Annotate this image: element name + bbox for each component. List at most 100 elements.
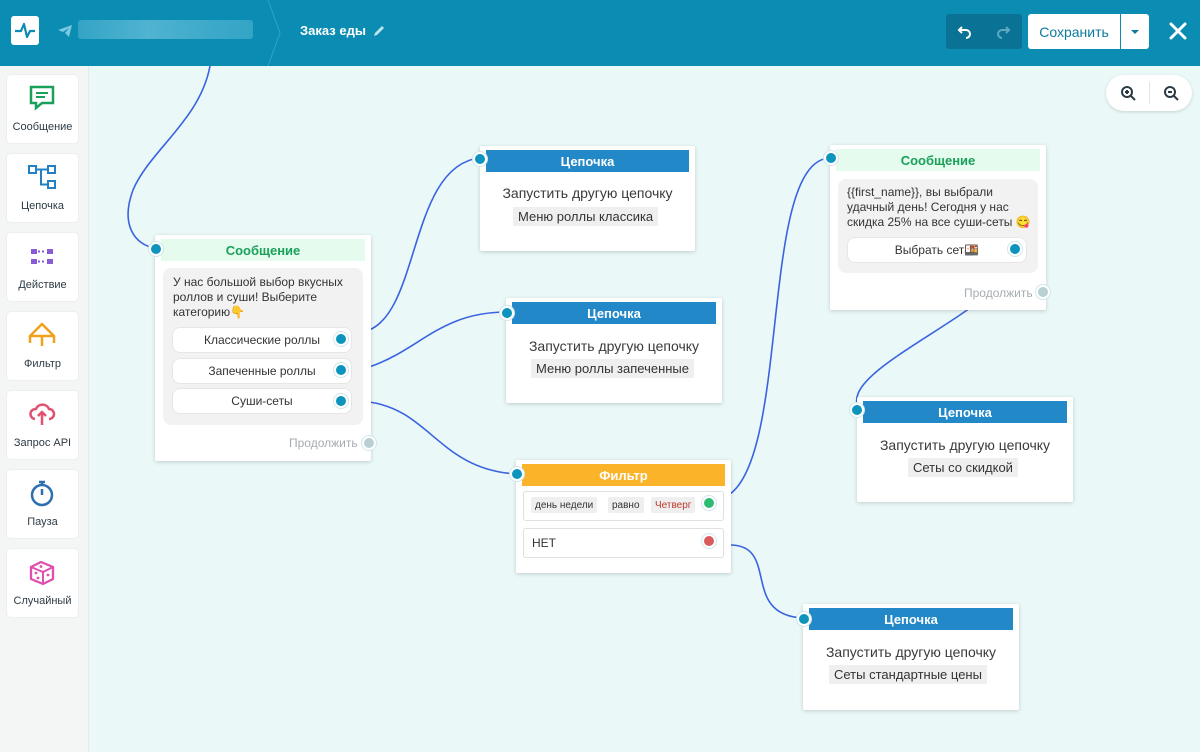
close-button[interactable] xyxy=(1164,17,1192,45)
message-bubble: {{first_name}}, вы выбрали удачный день!… xyxy=(838,179,1038,273)
input-port[interactable] xyxy=(510,467,524,481)
zoom-out-icon xyxy=(1163,86,1179,101)
message-text-line: скидка 25% на все суши-сеты 😋 xyxy=(847,215,1031,229)
message-text-line: {{first_name}}, вы выбрали xyxy=(847,185,993,199)
tool-filter[interactable]: Фильтр xyxy=(7,312,78,380)
input-port[interactable] xyxy=(149,242,163,256)
message-node-discount[interactable]: Сообщение {{first_name}}, вы выбрали уда… xyxy=(830,145,1046,310)
dice-icon xyxy=(29,560,55,586)
tool-label: Действие xyxy=(18,279,67,291)
action-icon xyxy=(31,249,53,264)
zoom-in-icon xyxy=(1120,86,1136,101)
continue-port[interactable] xyxy=(1036,285,1050,299)
output-port[interactable] xyxy=(334,394,348,408)
chain-icon xyxy=(28,165,56,189)
zoom-divider xyxy=(1149,82,1150,104)
tool-random[interactable]: Случайный xyxy=(7,549,78,617)
tool-api-request[interactable]: Запрос API xyxy=(7,391,78,459)
app-logo-icon[interactable] xyxy=(11,16,39,45)
node-title: Цепочка xyxy=(809,608,1013,630)
chain-target: Меню роллы запеченные xyxy=(531,359,695,378)
filter-else-row[interactable]: НЕТ xyxy=(523,528,724,558)
continue-port[interactable] xyxy=(362,436,376,450)
message-text: У нас большой выбор вкусных роллов и суш… xyxy=(173,275,343,320)
condition-field: день недели xyxy=(531,497,598,513)
input-port[interactable] xyxy=(500,306,514,320)
tool-label: Сообщение xyxy=(12,121,73,133)
tool-action[interactable]: Действие xyxy=(7,233,78,301)
filter-node[interactable]: Фильтр день недели равно Четверг НЕТ xyxy=(516,460,731,573)
chain-node-standard-sets[interactable]: Цепочка Запустить другую цепочку Сеты ст… xyxy=(803,604,1019,710)
continue-label: Продолжить xyxy=(964,286,1033,300)
tool-label: Случайный xyxy=(13,595,72,607)
node-title: Сообщение xyxy=(161,239,365,261)
quick-reply-baked[interactable]: Запеченные роллы xyxy=(173,359,351,383)
save-dropdown-button[interactable] xyxy=(1121,14,1149,49)
true-output-port[interactable] xyxy=(702,496,716,510)
chain-target: Сеты стандартные цены xyxy=(829,665,987,684)
node-title: Фильтр xyxy=(522,464,725,486)
tool-label: Пауза xyxy=(27,516,58,528)
telegram-icon xyxy=(57,24,73,38)
undo-redo-group xyxy=(946,14,1022,49)
chain-description: Запустить другую цепочку xyxy=(825,644,997,660)
output-port[interactable] xyxy=(334,363,348,377)
else-label: НЕТ xyxy=(532,536,556,550)
wire-baked xyxy=(368,311,508,368)
chain-description: Запустить другую цепочку xyxy=(502,185,673,201)
message-text-line: роллов и суши! Выберите xyxy=(173,290,318,304)
top-bar: Заказ еды Сохранить xyxy=(0,0,1200,67)
chain-target: Меню роллы классика xyxy=(513,207,659,226)
zoom-controls xyxy=(1106,75,1192,111)
wire-sushi xyxy=(368,401,518,475)
message-bubble: У нас большой выбор вкусных роллов и суш… xyxy=(163,268,363,425)
false-output-port[interactable] xyxy=(702,534,716,548)
redo-button[interactable] xyxy=(984,14,1022,49)
save-button[interactable]: Сохранить xyxy=(1028,14,1120,49)
output-port[interactable] xyxy=(1008,242,1022,256)
zoom-out-button[interactable] xyxy=(1149,75,1192,111)
tool-message[interactable]: Сообщение xyxy=(7,75,78,143)
condition-value: Четверг xyxy=(651,497,696,513)
output-port[interactable] xyxy=(334,332,348,346)
filter-icon xyxy=(28,322,56,346)
message-text-line: У нас большой выбор вкусных xyxy=(173,275,343,289)
node-title: Цепочка xyxy=(486,150,689,172)
input-port[interactable] xyxy=(473,152,487,166)
message-text: {{first_name}}, вы выбрали удачный день!… xyxy=(847,185,1031,230)
message-icon xyxy=(29,85,55,111)
zoom-in-button[interactable] xyxy=(1106,75,1149,111)
chevron-down-icon xyxy=(1131,29,1139,34)
node-title: Цепочка xyxy=(512,302,716,324)
close-icon xyxy=(1169,22,1187,40)
input-port[interactable] xyxy=(797,612,811,626)
tool-chain[interactable]: Цепочка xyxy=(7,154,78,222)
chain-node-classic[interactable]: Цепочка Запустить другую цепочку Меню ро… xyxy=(480,146,695,251)
chain-node-baked[interactable]: Цепочка Запустить другую цепочку Меню ро… xyxy=(506,298,722,403)
message-node-categories[interactable]: Сообщение У нас большой выбор вкусных ро… xyxy=(155,235,371,461)
chain-description: Запустить другую цепочку xyxy=(879,437,1051,453)
node-title: Сообщение xyxy=(836,149,1040,171)
pencil-icon[interactable] xyxy=(372,24,386,38)
tool-label: Фильтр xyxy=(24,358,61,370)
input-port[interactable] xyxy=(850,403,864,417)
filter-condition-row[interactable]: день недели равно Четверг xyxy=(523,491,724,521)
wire-no xyxy=(729,544,804,619)
wire-incoming xyxy=(127,65,211,249)
breadcrumb-separator xyxy=(262,0,290,67)
wire-yes xyxy=(729,157,831,495)
stopwatch-icon xyxy=(30,480,54,507)
tool-label: Запрос API xyxy=(13,437,72,449)
continue-label: Продолжить xyxy=(289,436,358,450)
input-port[interactable] xyxy=(824,151,838,165)
quick-reply-choose-set[interactable]: Выбрать сет🍱 xyxy=(848,238,1026,262)
flow-title: Заказ еды xyxy=(300,23,366,38)
quick-reply-sushi-sets[interactable]: Суши-сеты xyxy=(173,389,351,413)
undo-button[interactable] xyxy=(946,14,984,49)
chain-node-discount-sets[interactable]: Цепочка Запустить другую цепочку Сеты со… xyxy=(857,397,1073,502)
wire-classic xyxy=(368,157,481,331)
condition-operator: равно xyxy=(608,497,644,513)
quick-reply-classic[interactable]: Классические роллы xyxy=(173,328,351,352)
chain-description: Запустить другую цепочку xyxy=(528,338,700,354)
tool-pause[interactable]: Пауза xyxy=(7,470,78,538)
